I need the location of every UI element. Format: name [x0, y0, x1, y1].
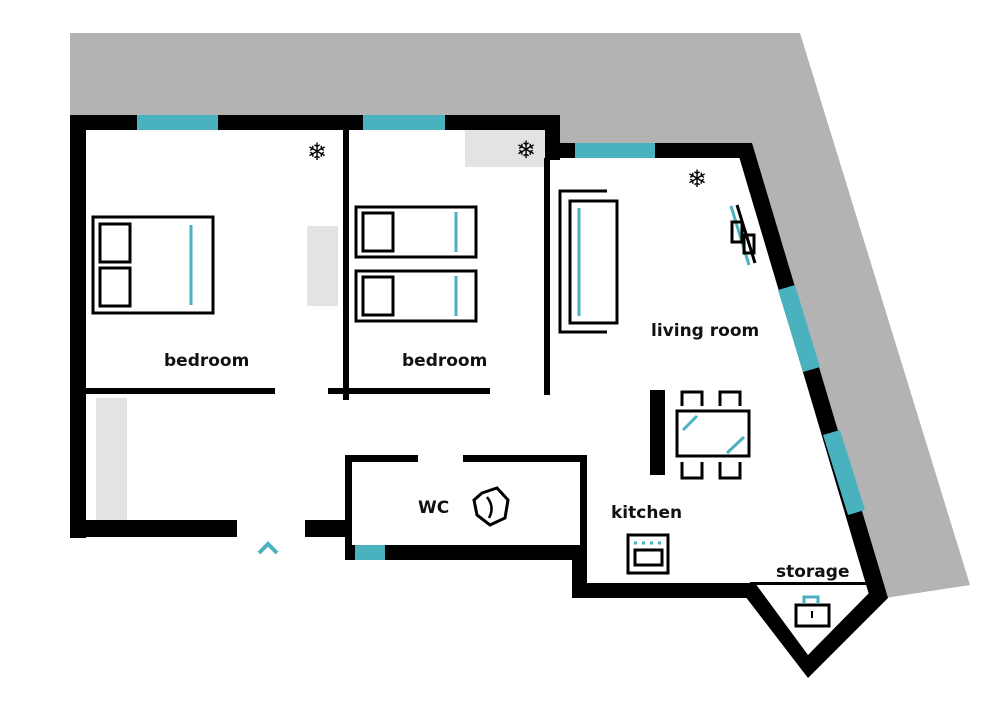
- twin-bed-1: [354, 205, 478, 259]
- snowflake-icon: ❄: [687, 166, 707, 193]
- toilet-icon: [472, 486, 510, 527]
- room-label-living-room: living room: [651, 321, 759, 341]
- room-label-storage: storage: [776, 562, 849, 582]
- exterior-area: [70, 33, 970, 598]
- double-bed: [91, 215, 215, 315]
- chevron-up-icon[interactable]: [257, 541, 279, 555]
- room-label-wc: WC: [418, 498, 449, 518]
- sofa: [558, 189, 619, 334]
- snowflake-icon: ❄: [307, 139, 327, 166]
- sink-icon: [794, 595, 831, 628]
- windows: [137, 115, 865, 560]
- closet-bedroom-2: [465, 130, 545, 167]
- snowflake-icon: ❄: [516, 137, 536, 164]
- dining-table: [675, 390, 751, 480]
- closet-hall: [96, 398, 127, 520]
- room-label-bedroom-2: bedroom: [402, 351, 487, 371]
- twin-bed-2: [354, 269, 478, 323]
- closet-bedroom-1: [307, 226, 338, 306]
- room-label-kitchen: kitchen: [611, 503, 682, 523]
- interior-floor: [86, 130, 872, 590]
- oven-icon: [626, 533, 670, 575]
- room-label-bedroom-1: bedroom: [164, 351, 249, 371]
- tv-icon: [729, 204, 757, 266]
